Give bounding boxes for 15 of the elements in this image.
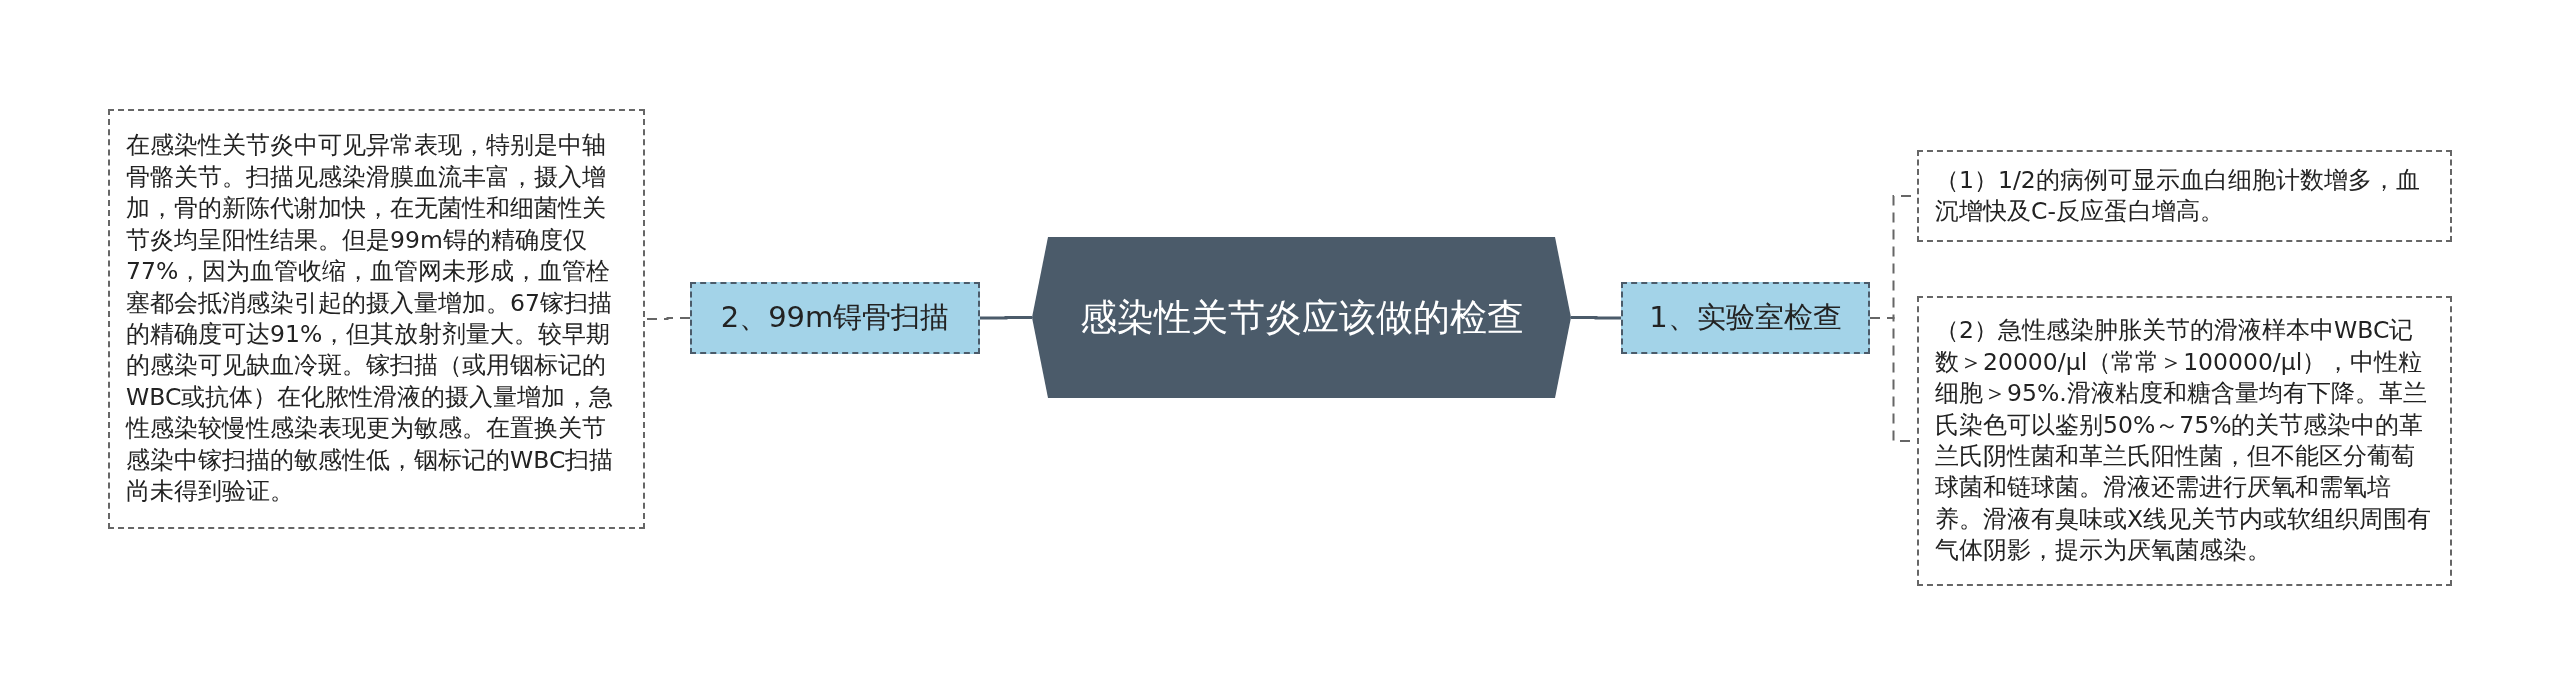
topic-box [1621, 282, 1870, 354]
hexagon-node [1032, 237, 1571, 398]
title-text: 感染性关节炎应该做的检查 [1079, 294, 1524, 341]
note-text: （2）急性感染肿胀关节的滑液样本中WBC记数＞20000/μl（常常＞100000/μl），中性粒细胞＞95%.滑液粘度和糖含量均有下降。革兰氏染色可以鉴别50%～75%的关节感染中的革兰氏阴性菌和革兰氏阳性菌，但不能区分葡萄球菌和链球菌。滑液还需进行厌氧和需氧培养。滑液有臭味或X线见关节内或软组织周围有气体阴影，提示为厌氧菌感染。 [1935, 315, 2433, 567]
topic-label: 1、实验室检查 [1649, 299, 1842, 336]
connector-line [644, 317, 691, 320]
note-box [108, 109, 645, 529]
connector-line [1571, 316, 1621, 320]
note-box [1917, 296, 2452, 586]
note-text: 在感染性关节炎中可见异常表现，特别是中轴骨骼关节。扫描见感染滑膜血流丰富，摄入增加，骨的新陈代谢加快，在无菌性和细菌性关节炎均呈阳性结果。但是99m锝的精确度仅77%，因为血管收缩，血管网未形成，血管栓塞都会抵消感染引起的摄入量增加。67镓扫描的精确度可达91%，但其放射剂量大。较早期的感染可见缺血冷斑。镓扫描（或用铟标记的WBC或抗体）在化脓性滑液的摄入量增加，急性感染较慢性感染表现更为敏感。在置换关节感染中镓扫描的敏感性低，铟标记的WBC扫描尚未得到验证。 [126, 130, 615, 508]
note-text: （1）1/2的病例可显示血白细胞计数增多，血沉增快及C-反应蛋白增高。 [1935, 164, 2421, 227]
topic-label: 2、99m锝骨扫描 [720, 299, 950, 336]
topic-box [690, 282, 980, 354]
connector-line [980, 316, 1032, 320]
note-box [1917, 150, 2452, 242]
